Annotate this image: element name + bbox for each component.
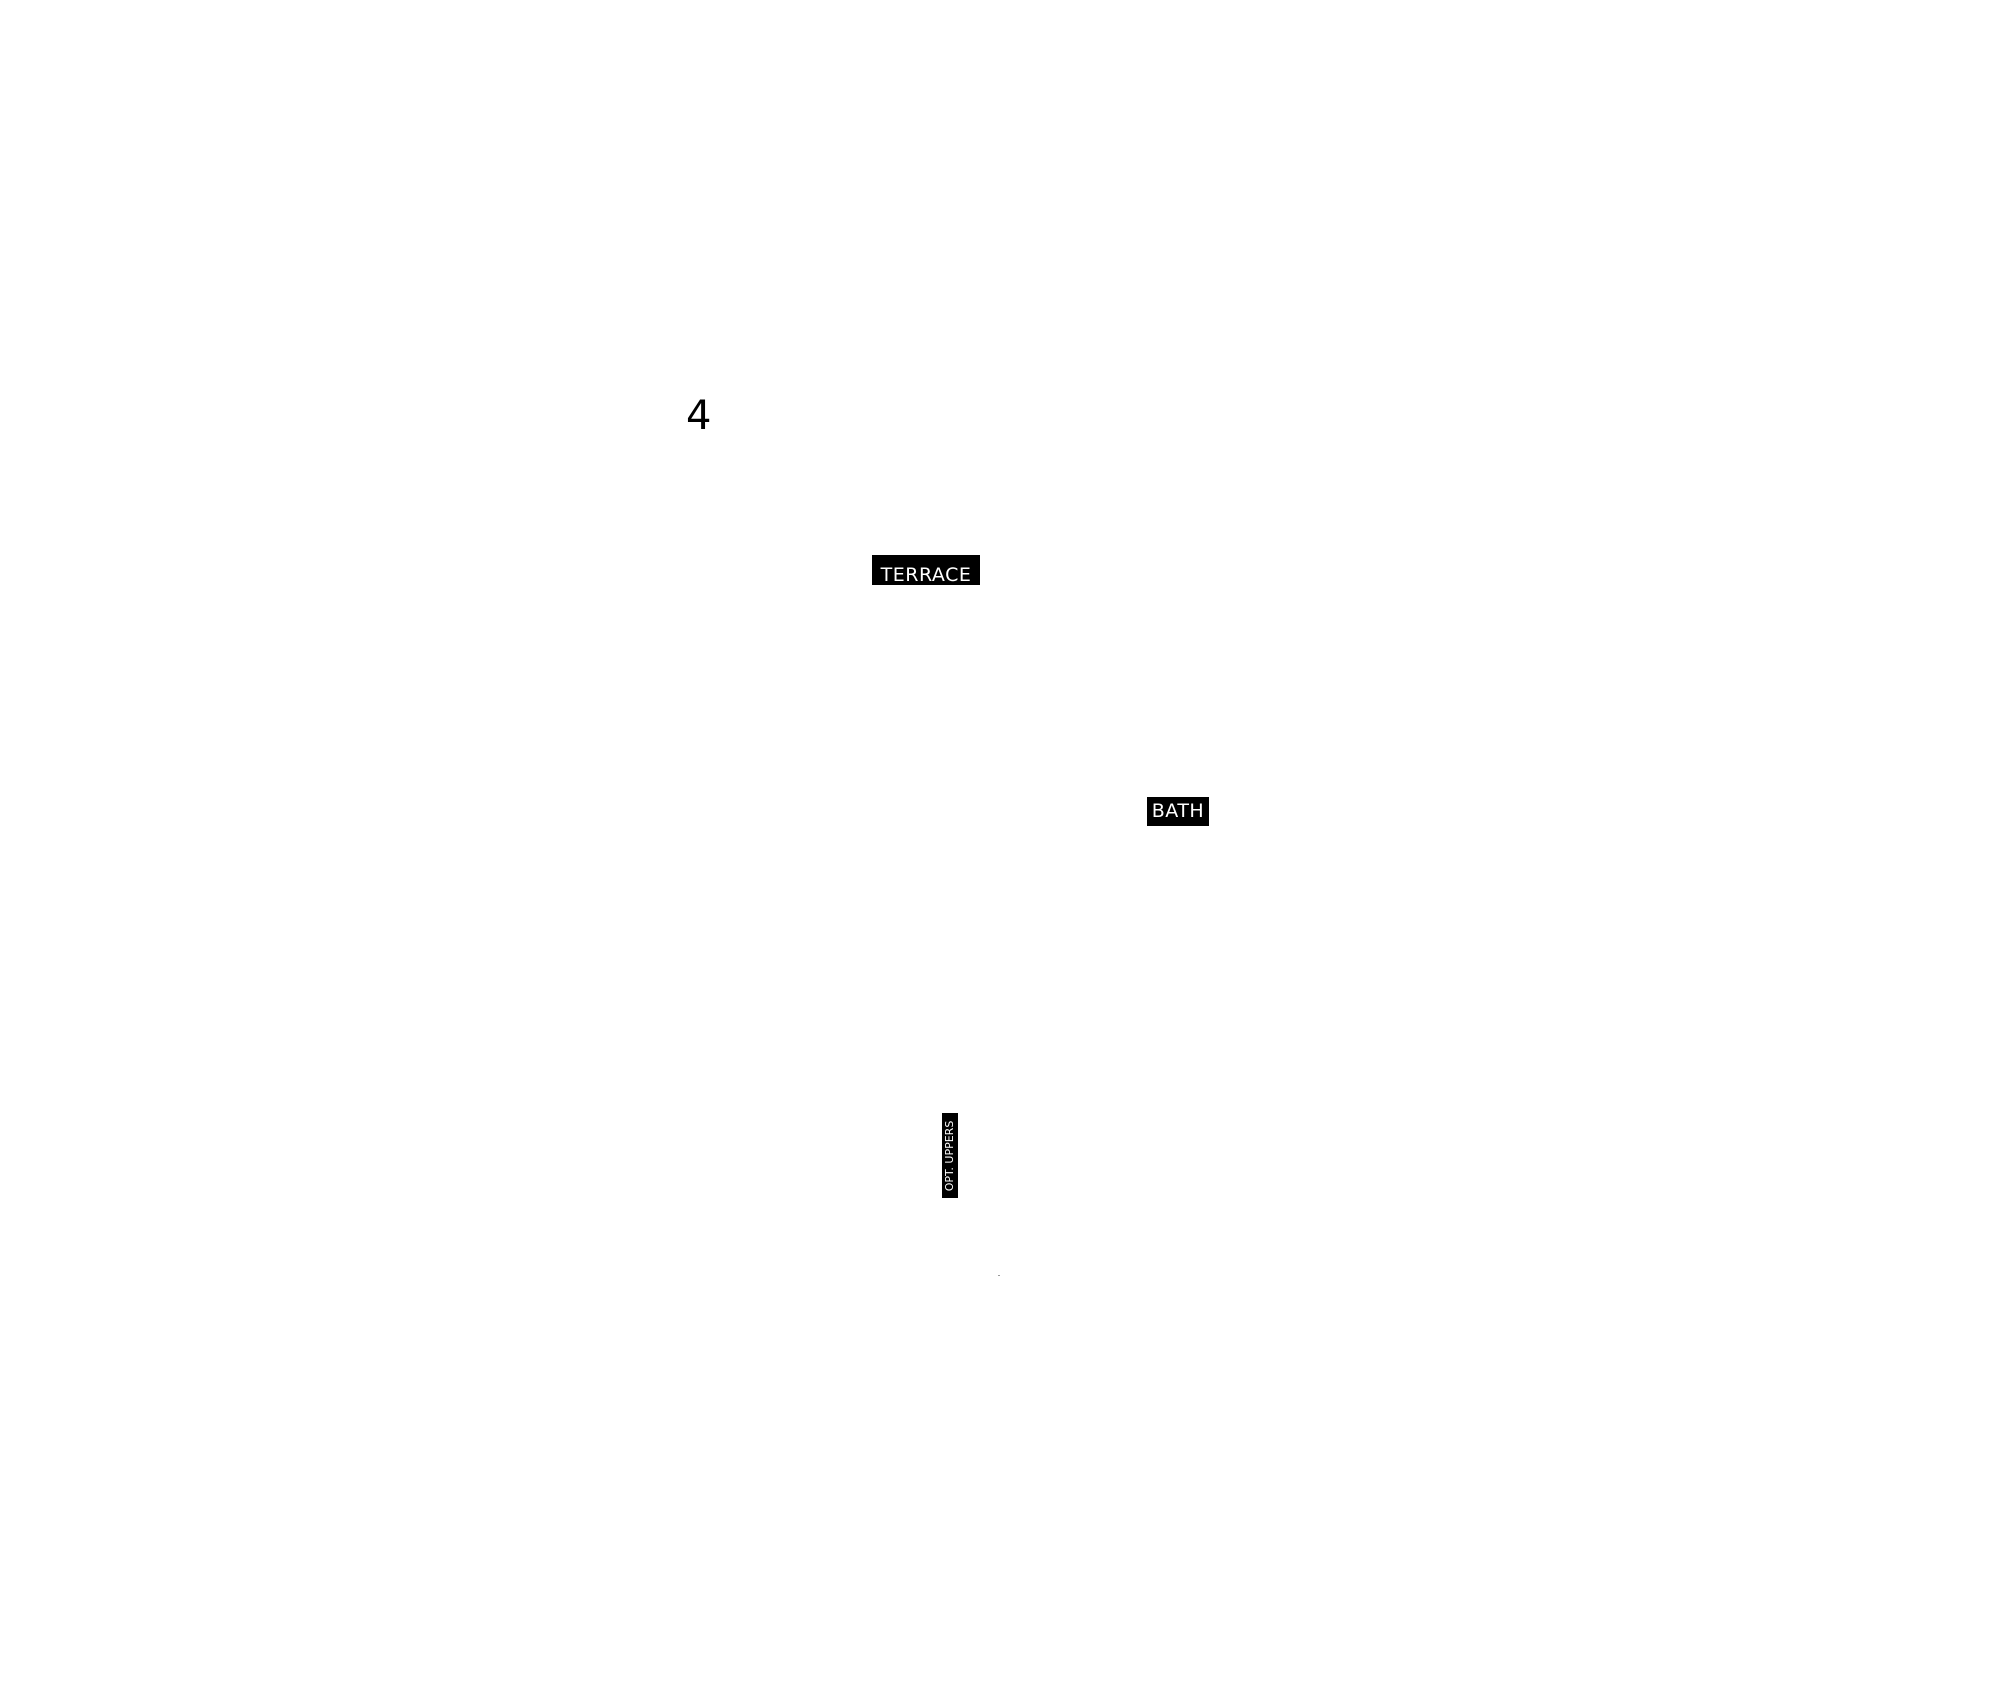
cabinet-label-opt-uppers: OPT. UPPERS	[942, 1113, 958, 1198]
plan-number-marker: 4	[686, 393, 712, 439]
room-label-bath: BATH	[1147, 797, 1209, 826]
room-label-terrace: TERRACE	[872, 555, 980, 585]
cabinet-label-text: OPT. UPPERS	[943, 1120, 956, 1191]
drawing-speck	[998, 1275, 1000, 1276]
